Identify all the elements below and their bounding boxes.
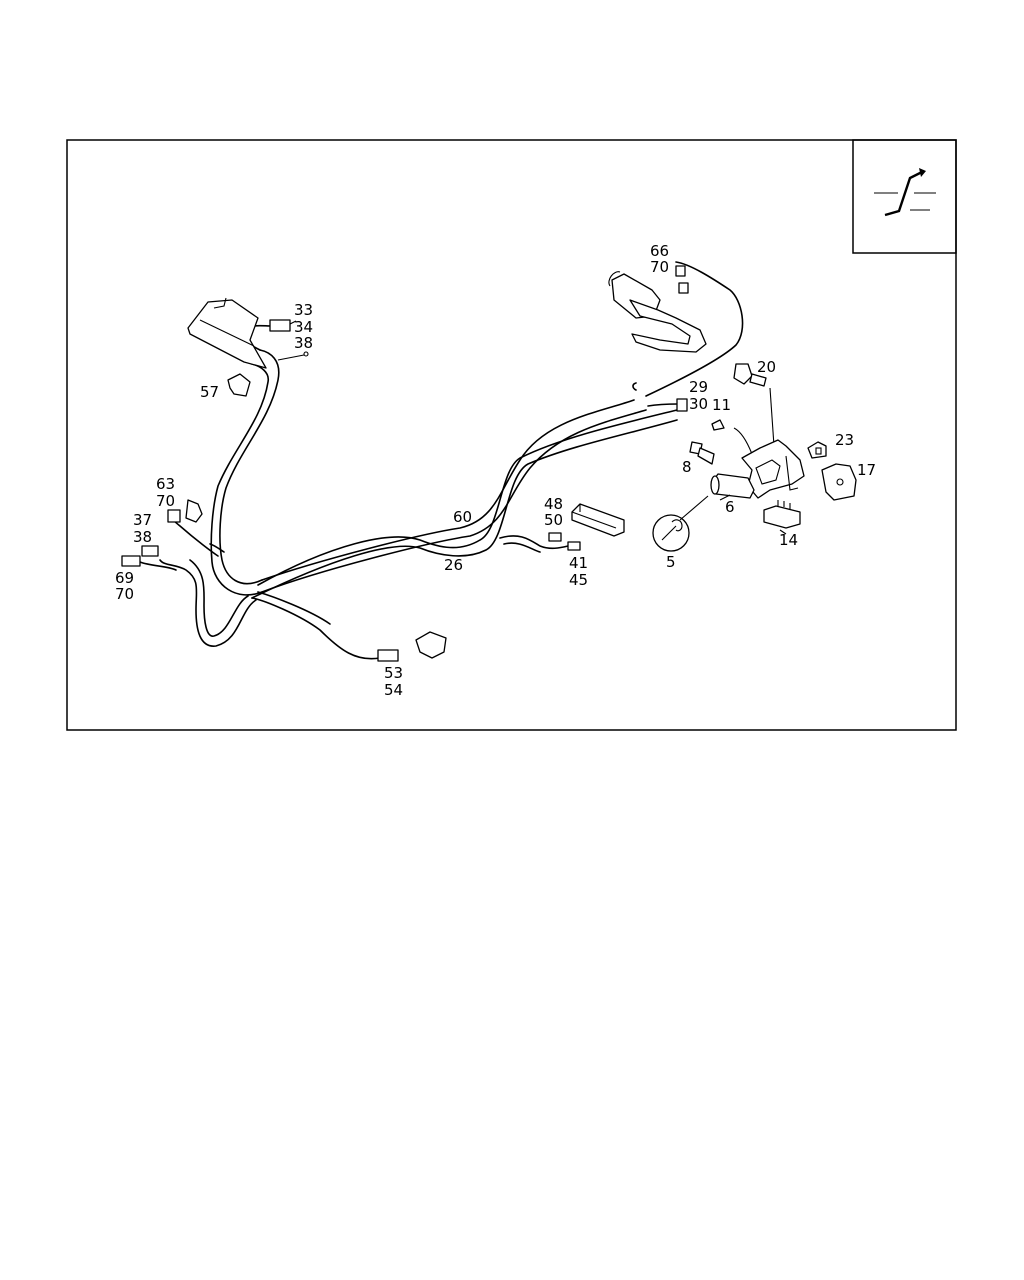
callout-23: 23 (835, 431, 854, 449)
switch-53-54 (415, 631, 447, 659)
harness-branch-41 (499, 535, 569, 553)
callout-8: 8 (682, 458, 692, 476)
callout-63: 63 (156, 475, 175, 493)
main-harness-26 (251, 409, 678, 599)
callout-34: 34 (294, 318, 313, 336)
callout-70b: 70 (156, 492, 175, 510)
switch-70 (185, 499, 203, 523)
connector-37-38 (141, 545, 159, 557)
callout-41: 41 (569, 554, 588, 572)
callout-11: 11 (712, 396, 731, 414)
callout-6: 6 (725, 498, 735, 516)
callout-14: 14 (779, 531, 798, 549)
bracket-23 (807, 441, 827, 459)
wiper-bracket (741, 439, 805, 499)
wiper-motor-6 (710, 473, 755, 499)
bolt-20 (733, 363, 775, 447)
connector-29-30 (676, 398, 688, 412)
callout-38b: 38 (133, 528, 152, 546)
callout-38: 38 (294, 334, 313, 352)
clip-57 (227, 373, 251, 397)
overhead-console-panel (187, 297, 267, 369)
harness-branch-29 (647, 403, 679, 407)
callout-45: 45 (569, 571, 588, 589)
callout-5: 5 (666, 553, 676, 571)
harness-branch-left (139, 349, 381, 660)
callout-50: 50 (544, 511, 563, 529)
main-harness-60 (261, 399, 647, 593)
callout-53: 53 (384, 664, 403, 682)
callout-33: 33 (294, 301, 313, 319)
callout-30: 30 (689, 395, 708, 413)
callout-26: 26 (444, 556, 463, 574)
callout-17: 17 (857, 461, 876, 479)
connector-53-54 (377, 649, 399, 662)
callout-70c: 70 (115, 585, 134, 603)
callout-69: 69 (115, 569, 134, 587)
callout-54: 54 (384, 681, 403, 699)
callout-20: 20 (757, 358, 776, 376)
clip-11 (711, 419, 725, 431)
lock-actuator-assembly (608, 271, 707, 353)
connector-41 (548, 532, 562, 542)
arrow-11 (733, 427, 753, 455)
diagram-frame (66, 139, 957, 731)
connector-63 (167, 509, 181, 523)
connector-33-34 (269, 319, 291, 332)
connector-69-70 (121, 555, 141, 567)
callout-60: 60 (453, 508, 472, 526)
control-module-48-50 (571, 503, 625, 537)
relay-14 (763, 500, 801, 529)
callout-70: 70 (650, 258, 669, 276)
connector-45 (567, 541, 581, 551)
connector-66 (675, 265, 686, 277)
harness-branch-66 (632, 261, 744, 397)
callout-57: 57 (200, 383, 219, 401)
leader-lines (289, 320, 787, 535)
callout-29: 29 (689, 378, 708, 396)
steering-column-symbol-icon (852, 139, 957, 254)
callout-66: 66 (650, 242, 669, 260)
callout-48: 48 (544, 495, 563, 513)
cover-17 (821, 463, 857, 501)
connector-70 (678, 282, 689, 294)
wrench-5-icon (652, 495, 709, 552)
bolt-8 (689, 441, 715, 465)
callout-37: 37 (133, 511, 152, 529)
